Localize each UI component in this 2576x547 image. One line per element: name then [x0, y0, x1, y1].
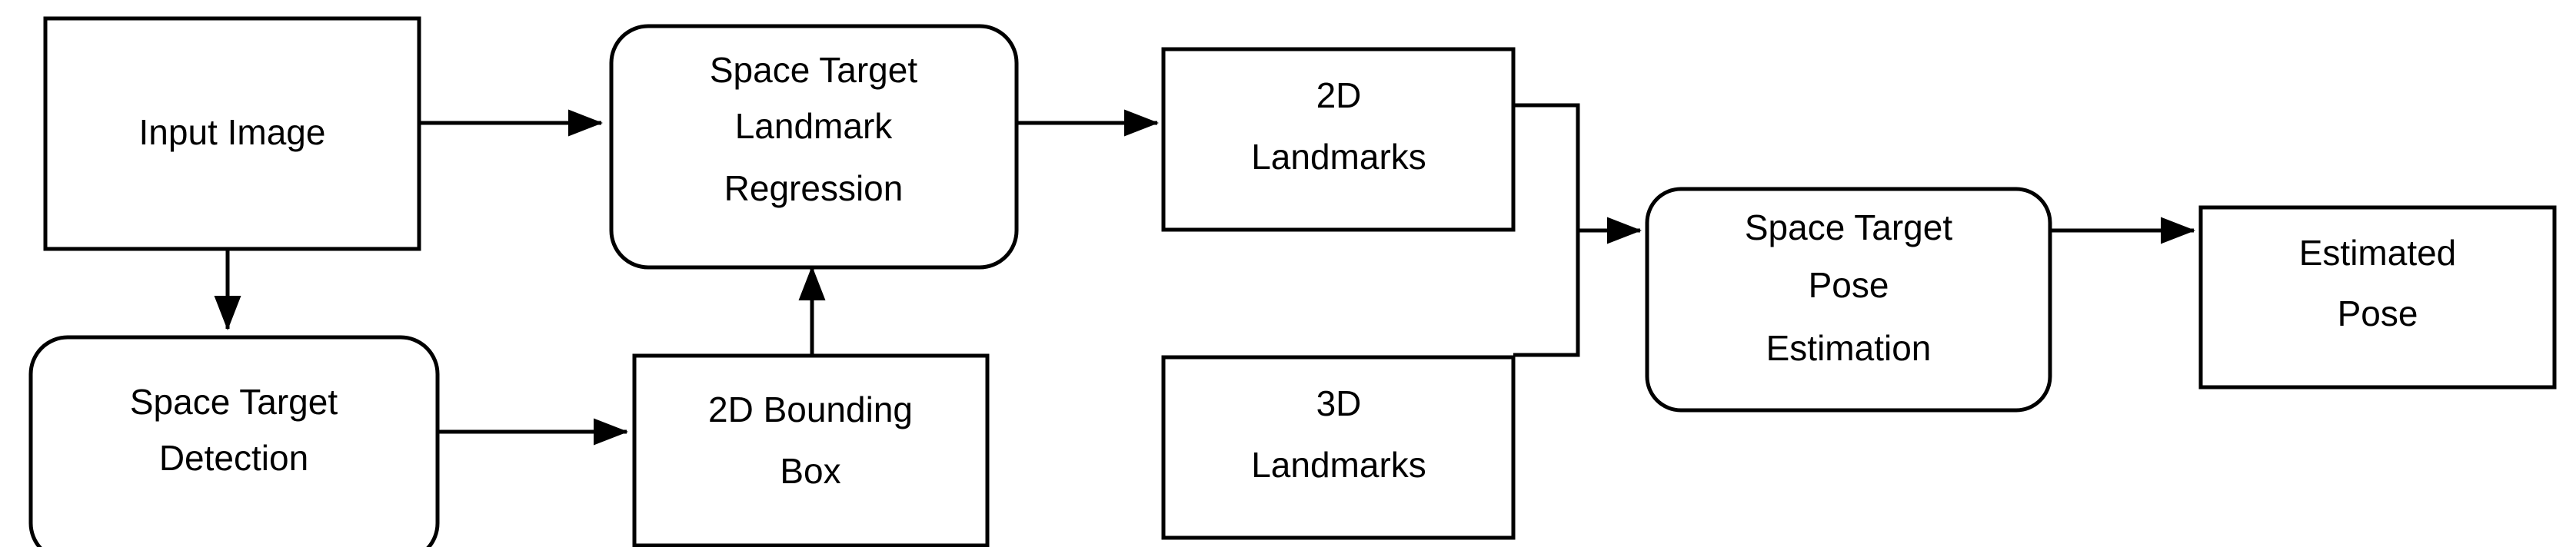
- edge-3d-landmarks-to-junction: [1513, 230, 1580, 357]
- node-landmark-regression-label-line-3: Regression: [724, 168, 904, 208]
- node-3d-landmarks-shape: [1161, 355, 1516, 540]
- node-bounding-box-shape: [632, 353, 990, 547]
- node-pose-estimation-label-line-3: Estimation: [1766, 328, 1932, 368]
- node-bounding-box-label-line-1: 2D Bounding: [708, 390, 913, 429]
- edge-2d-landmarks-to-junction: [1513, 103, 1580, 230]
- node-pose-estimation-label-line-2: Pose: [1809, 265, 1889, 305]
- node-landmark-regression[interactable]: Space Target Landmark Regression: [609, 24, 1019, 270]
- node-landmark-regression-label-line-1: Space Target: [710, 50, 917, 90]
- node-landmark-regression-label-line-2: Landmark: [735, 106, 894, 146]
- node-pose-estimation[interactable]: Space Target Pose Estimation: [1645, 187, 2052, 413]
- node-2d-landmarks-label-line-1: 2D: [1316, 75, 1362, 115]
- node-landmark-regression-shape: [609, 24, 1019, 270]
- node-estimated-pose-shape: [2198, 205, 2557, 390]
- node-estimated-pose-label-line-2: Pose: [2338, 293, 2418, 333]
- node-space-target-detection[interactable]: Space Target Detection: [28, 335, 440, 547]
- node-input-image-label-line-1: Input Image: [139, 112, 326, 152]
- node-input-image[interactable]: Input Image: [43, 16, 421, 251]
- node-2d-landmarks-shape: [1161, 47, 1516, 232]
- node-2d-landmarks-label-line-2: Landmarks: [1251, 137, 1426, 177]
- node-input-image-shape: [43, 16, 421, 251]
- node-bounding-box-label-line-2: Box: [780, 451, 840, 491]
- node-pose-estimation-label-line-1: Space Target: [1745, 207, 1952, 247]
- node-2d-landmarks[interactable]: 2D Landmarks: [1161, 47, 1516, 232]
- node-bounding-box[interactable]: 2D Bounding Box: [632, 353, 990, 547]
- node-estimated-pose[interactable]: Estimated Pose: [2198, 205, 2557, 390]
- node-pose-estimation-shape: [1645, 187, 2052, 413]
- node-3d-landmarks-label-line-2: Landmarks: [1251, 445, 1426, 485]
- node-space-target-detection-label-line-2: Detection: [159, 438, 308, 478]
- node-3d-landmarks[interactable]: 3D Landmarks: [1161, 355, 1516, 540]
- node-space-target-detection-shape: [28, 335, 440, 547]
- node-3d-landmarks-label-line-1: 3D: [1316, 383, 1362, 423]
- node-space-target-detection-label-line-1: Space Target: [130, 382, 338, 422]
- node-estimated-pose-label-line-1: Estimated: [2299, 233, 2457, 273]
